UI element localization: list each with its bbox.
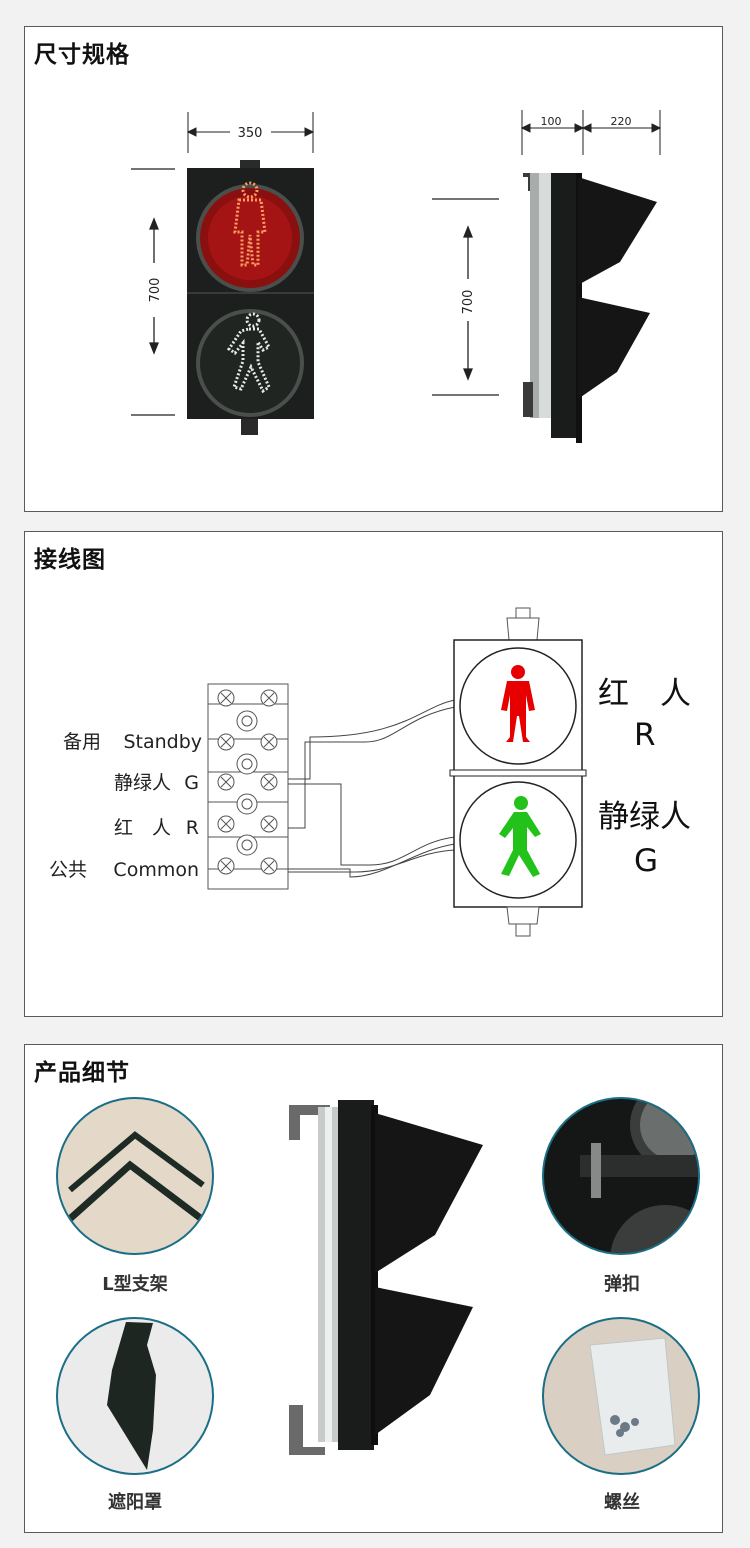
screws-photo: [542, 1317, 700, 1475]
terminal-label-red-en: R: [186, 817, 199, 839]
terminal-label-common-en: Common: [113, 859, 199, 881]
front-width-dimension: [186, 112, 315, 153]
side-height-value: 700: [461, 290, 476, 315]
terminal-label-green-cn: 静绿人: [114, 772, 171, 794]
terminal-label-common-cn: 公共: [49, 859, 87, 881]
wiring-green-man-icon: [499, 796, 541, 877]
red-man-code: R: [634, 717, 656, 753]
side-height-dimension: [432, 198, 499, 396]
l-bracket-photo: [56, 1097, 214, 1255]
front-height-value: 700: [148, 278, 163, 303]
terminal-label-standby-en: Standby: [123, 731, 202, 753]
front-width-value: 350: [238, 126, 263, 141]
wires: [288, 699, 456, 878]
screws-caption: 螺丝: [604, 1491, 640, 1513]
dimensions-figure: 350 700: [131, 110, 662, 443]
snap-clip-caption: 弹扣: [604, 1273, 640, 1295]
front-height-dimension: [131, 168, 175, 416]
terminal-block: [207, 683, 289, 890]
wiring-red-man-icon: [501, 665, 535, 742]
terminal-label-red-cn: 红 人: [114, 817, 171, 839]
front-view-light: [187, 160, 314, 435]
sun-visor-caption: 遮阳罩: [108, 1491, 162, 1513]
details-section: 产品细节 L型支架: [24, 1044, 723, 1533]
walking-man-icon: [226, 312, 272, 394]
side-view-light: [523, 173, 657, 443]
product-side-photo: [289, 1100, 483, 1455]
green-man-label: 静绿人: [598, 799, 691, 835]
details-figure: L型支架 弹扣 遮阳罩: [56, 1097, 700, 1513]
side-bracket-depth: 100: [541, 115, 562, 128]
l-bracket-caption: L型支架: [102, 1273, 167, 1295]
snap-clip-photo: [542, 1097, 700, 1255]
details-title: 产品细节: [34, 1060, 130, 1086]
side-depth-dimensions: [520, 110, 662, 155]
wiring-diagram: 备用 Standby 静绿人 G 红 人 R 公共 Common: [49, 607, 691, 937]
red-man-icon: [233, 181, 267, 267]
red-man-label: 红 人: [598, 676, 691, 712]
terminal-label-green-en: G: [184, 772, 199, 794]
wiring-section: 接线图 备用 Standby 静绿: [24, 531, 723, 1017]
wiring-title: 接线图: [34, 547, 106, 573]
dimensions-section: 尺寸规格 350 700: [24, 26, 723, 512]
sun-visor-photo: [56, 1317, 214, 1475]
wiring-signal-housing: [449, 607, 587, 937]
terminal-label-standby-cn: 备用: [63, 731, 101, 753]
side-hood-depth: 220: [611, 115, 632, 128]
green-man-code: G: [634, 843, 658, 879]
dimensions-title: 尺寸规格: [34, 42, 130, 68]
